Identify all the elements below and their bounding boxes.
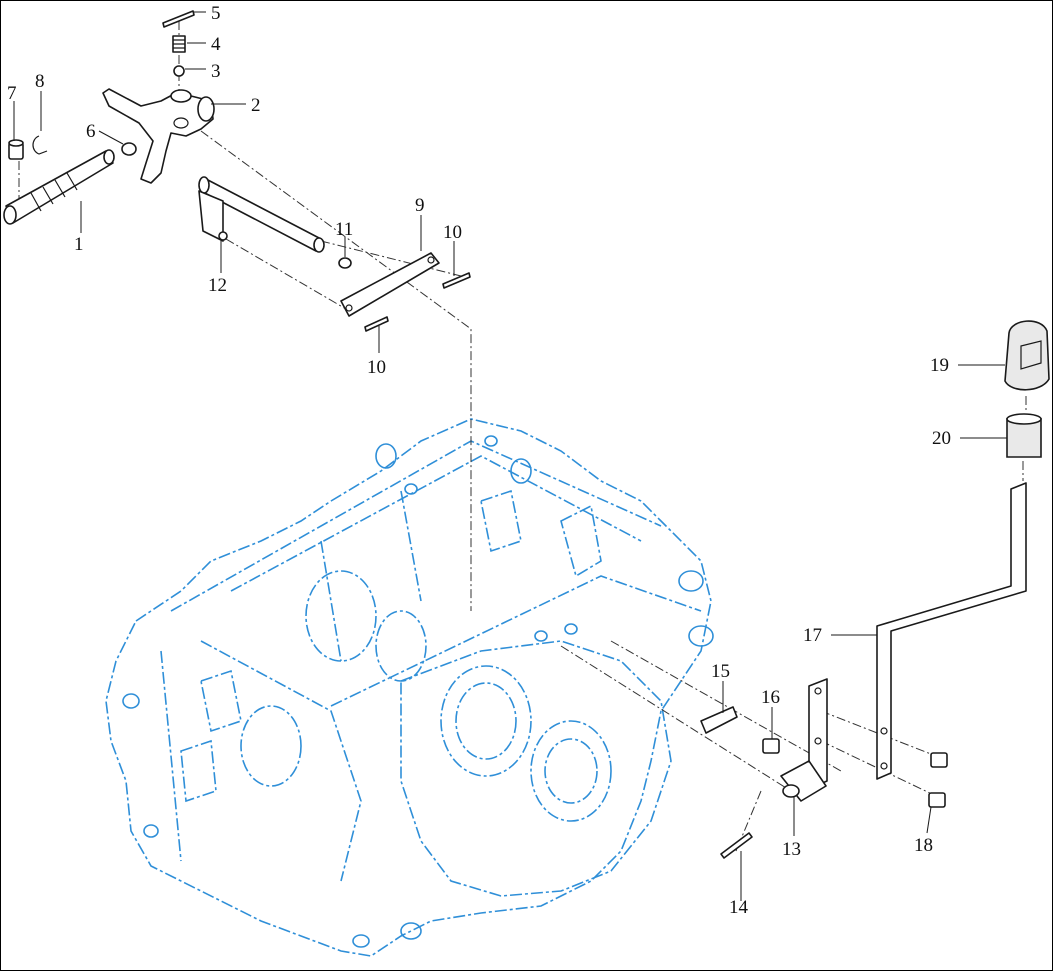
- part-ball: [173, 65, 185, 77]
- part-shift-fork: [102, 88, 215, 184]
- callout-8: 8: [35, 71, 45, 92]
- part-selector-shaft: [198, 176, 325, 253]
- assembly-lines: [18, 21, 1027, 852]
- part-link-plate: [340, 252, 440, 317]
- callout-13: 13: [782, 839, 801, 860]
- callout-7: 7: [7, 83, 17, 104]
- part-roll-pin: [720, 832, 753, 859]
- part-bolt-small: [762, 738, 780, 754]
- part-spring: [172, 35, 186, 53]
- part-lever: [780, 678, 828, 802]
- callout-5: 5: [211, 3, 221, 24]
- part-pin-a: [442, 272, 471, 289]
- part-clip: [32, 135, 48, 155]
- callout-19: 19: [930, 355, 949, 376]
- transmission-housing: [105, 418, 714, 957]
- callout-12: 12: [208, 275, 227, 296]
- part-washer-small: [338, 257, 352, 269]
- callout-17: 17: [803, 625, 822, 646]
- part-bolt-b: [928, 792, 946, 808]
- callout-4: 4: [211, 34, 221, 55]
- callout-16: 16: [761, 687, 780, 708]
- callout-3: 3: [211, 61, 221, 82]
- callout-1: 1: [74, 234, 84, 255]
- part-plug-bolt: [8, 139, 24, 160]
- part-lock-plate: [700, 706, 738, 734]
- callout-18: 18: [914, 835, 933, 856]
- part-pin-top: [162, 10, 195, 28]
- callout-15: 15: [711, 661, 730, 682]
- callout-6: 6: [86, 121, 96, 142]
- callout-11: 11: [335, 219, 353, 240]
- callout-10b: 10: [367, 357, 386, 378]
- part-pin-b: [364, 316, 389, 332]
- callout-labels: 1 2 3 4 5 6 7 8 9 10 10 11 12 13 14 15 1…: [7, 3, 951, 918]
- part-shift-rod: [3, 149, 115, 225]
- part-washer: [121, 142, 137, 156]
- part-bolt-a: [930, 752, 948, 768]
- callout-2: 2: [251, 95, 261, 116]
- part-knob: [1004, 320, 1050, 391]
- callout-9: 9: [415, 195, 425, 216]
- callout-20: 20: [932, 428, 951, 449]
- part-sleeve: [1006, 413, 1042, 458]
- callout-14: 14: [729, 897, 749, 918]
- leader-lines: [13, 11, 1007, 901]
- callout-10a: 10: [443, 222, 462, 243]
- part-shift-lever: [876, 482, 1027, 780]
